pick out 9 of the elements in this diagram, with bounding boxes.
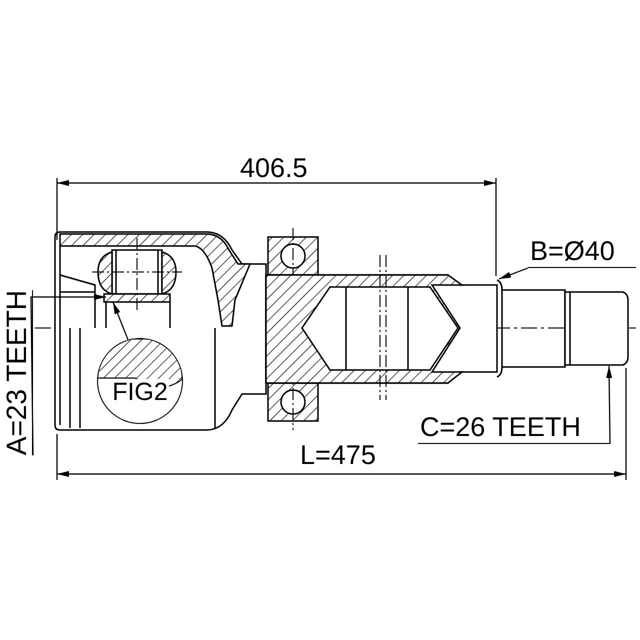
leader-line	[498, 267, 528, 280]
dimension-label: 406.5	[240, 153, 308, 183]
callout-label: B=Ø40	[528, 236, 636, 268]
callout-label: A=23 TEETH	[3, 290, 33, 456]
leader-line	[606, 366, 612, 444]
leader-line	[112, 302, 129, 340]
leader-line	[30, 294, 106, 456]
callout-label: C=26 TEETH	[418, 412, 610, 444]
dimension-label: L=475	[300, 440, 376, 470]
